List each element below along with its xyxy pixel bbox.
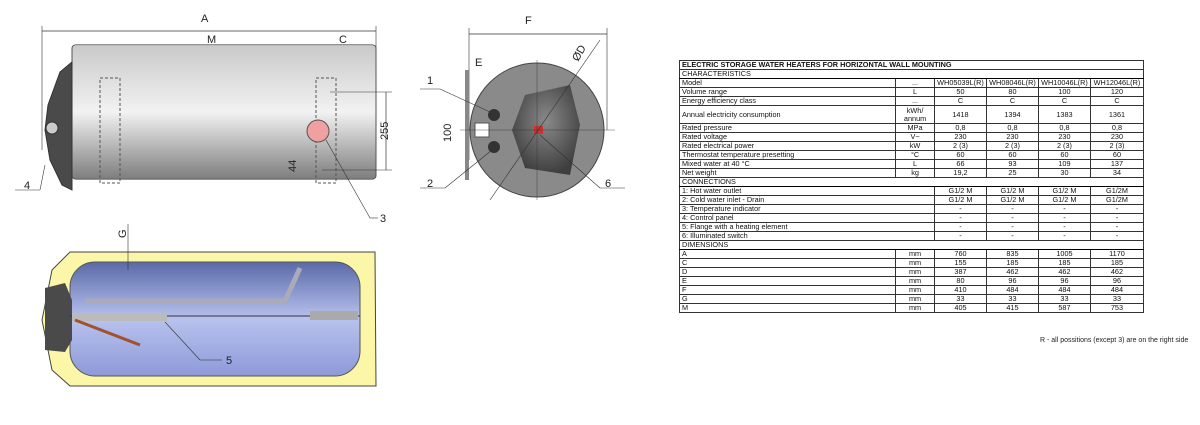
dim-a-label: A xyxy=(201,13,209,25)
row-value: 25 xyxy=(985,168,1039,178)
row-value: - xyxy=(934,231,987,241)
dim-44-label: 44 xyxy=(287,160,299,172)
row-unit: kWh/ annum xyxy=(895,105,935,124)
row-label: A xyxy=(678,249,897,259)
row-value: - xyxy=(985,231,1039,241)
row-value: 1383 xyxy=(1037,105,1091,124)
row-value: C xyxy=(1037,96,1091,106)
row-value: 34 xyxy=(1089,168,1145,178)
row-value: - xyxy=(1089,231,1145,241)
dim-f-label: F xyxy=(525,15,532,27)
row-value: 1418 xyxy=(934,105,987,124)
dim-c-label: C xyxy=(339,34,347,46)
technical-drawings: A M C 255 44 3 4 F E ØD 100 1 2 6 G 5 xyxy=(15,13,625,387)
callout-1: 1 xyxy=(427,75,433,87)
dim-g-label: G xyxy=(117,229,129,238)
row-value: 30 xyxy=(1037,168,1091,178)
row-label: C xyxy=(678,258,897,268)
row-value: 405 xyxy=(934,303,987,313)
dim-m-label: M xyxy=(207,34,216,46)
row-label: Annual electricity consumption xyxy=(678,105,897,124)
row-unit: kg xyxy=(895,168,935,178)
row-unit: ... xyxy=(895,96,935,106)
callout-4: 4 xyxy=(24,180,30,192)
table-row: 6: Illuminated switch---- xyxy=(679,231,1145,241)
row-value: 1394 xyxy=(985,105,1039,124)
row-value: C xyxy=(1089,96,1145,106)
row-value: 415 xyxy=(985,303,1039,313)
footnote: R - all possitions (except 3) are on the… xyxy=(1040,337,1189,344)
table-row: 3: Temperature indicator---- xyxy=(679,204,1145,214)
dim-e-label: E xyxy=(475,57,482,69)
callout-6: 6 xyxy=(605,178,611,190)
row-label: M xyxy=(678,303,897,313)
row-label: Energy efficiency class xyxy=(678,96,897,106)
dim-100-label: 100 xyxy=(442,124,454,142)
callout-5: 5 xyxy=(226,355,232,367)
row-label: D xyxy=(678,267,897,277)
front-view: A M C 255 44 3 4 xyxy=(15,13,392,225)
row-label: F xyxy=(678,285,897,295)
row-value: 19,2 xyxy=(934,168,987,178)
dim-255-label: 255 xyxy=(379,122,391,140)
spec-table: ELECTRIC STORAGE WATER HEATERS FOR HORIZ… xyxy=(678,60,1145,313)
callout-3: 3 xyxy=(380,213,386,225)
row-value: 1361 xyxy=(1089,105,1145,124)
table-row: Model...WH05039L(R)WH08046L(R)WH10046L(R… xyxy=(678,78,1145,88)
callout-2: 2 xyxy=(427,178,433,190)
row-value: C xyxy=(934,96,987,106)
row-label: E xyxy=(678,276,897,286)
row-value: - xyxy=(1037,231,1091,241)
row-unit: mm xyxy=(895,303,935,313)
row-value: 587 xyxy=(1037,303,1091,313)
row-value: 753 xyxy=(1089,303,1145,313)
row-label: G xyxy=(678,294,897,304)
table-row: 5: Flange with a heating element---- xyxy=(679,222,1145,232)
cutaway-view: G 5 xyxy=(41,224,377,387)
row-value: C xyxy=(985,96,1039,106)
side-view: F E ØD 100 1 2 6 xyxy=(420,15,625,201)
